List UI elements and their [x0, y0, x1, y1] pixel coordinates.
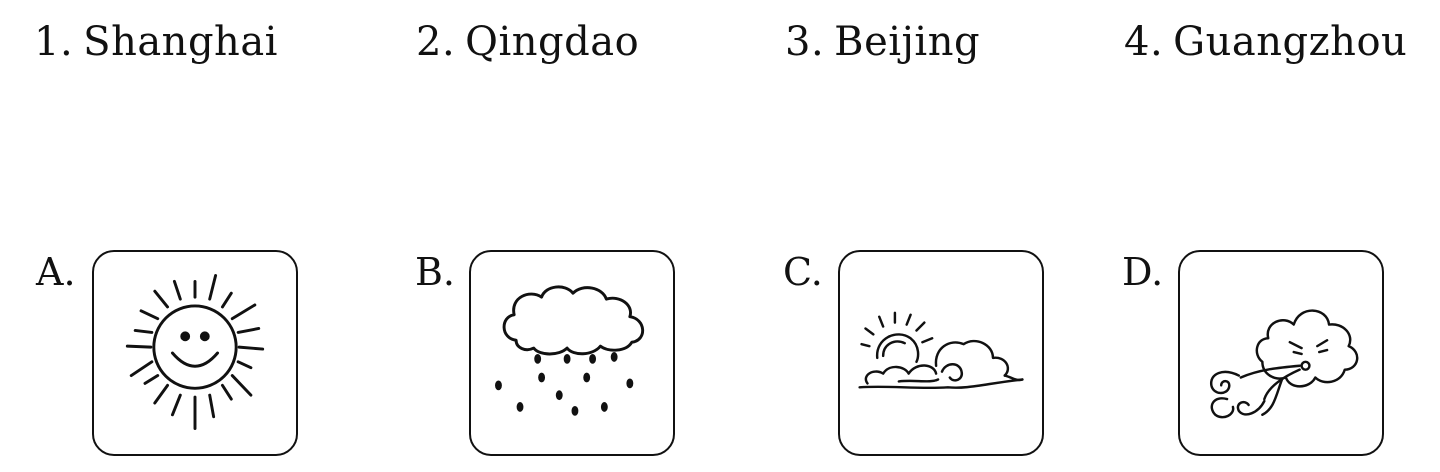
rain-cloud-icon — [495, 285, 645, 416]
city-number: 2. — [416, 19, 456, 65]
city-label-3: 3.Beijing — [785, 14, 980, 70]
option-letter-a: A. — [36, 250, 76, 294]
city-name: Qingdao — [465, 19, 640, 65]
city-name: Beijing — [834, 19, 981, 65]
sun-icon — [125, 274, 265, 430]
city-name: Shanghai — [83, 19, 278, 65]
partly-cloudy-icon — [858, 311, 1024, 390]
option-letter-d: D. — [1122, 250, 1164, 294]
option-card-b[interactable] — [469, 250, 675, 456]
option-card-a[interactable] — [92, 250, 298, 456]
city-name: Guangzhou — [1173, 19, 1408, 65]
city-label-2: 2.Qingdao — [416, 14, 639, 70]
option-card-c[interactable] — [838, 250, 1044, 456]
option-card-d[interactable] — [1178, 250, 1384, 456]
city-number: 3. — [785, 19, 825, 65]
city-label-4: 4.Guangzhou — [1124, 14, 1407, 70]
option-letter-c: C. — [783, 250, 823, 294]
windy-cloud-icon — [1210, 309, 1359, 419]
option-letter-b: B. — [415, 250, 456, 294]
city-number: 1. — [34, 19, 74, 65]
city-number: 4. — [1124, 19, 1164, 65]
city-label-1: 1.Shanghai — [34, 14, 278, 70]
